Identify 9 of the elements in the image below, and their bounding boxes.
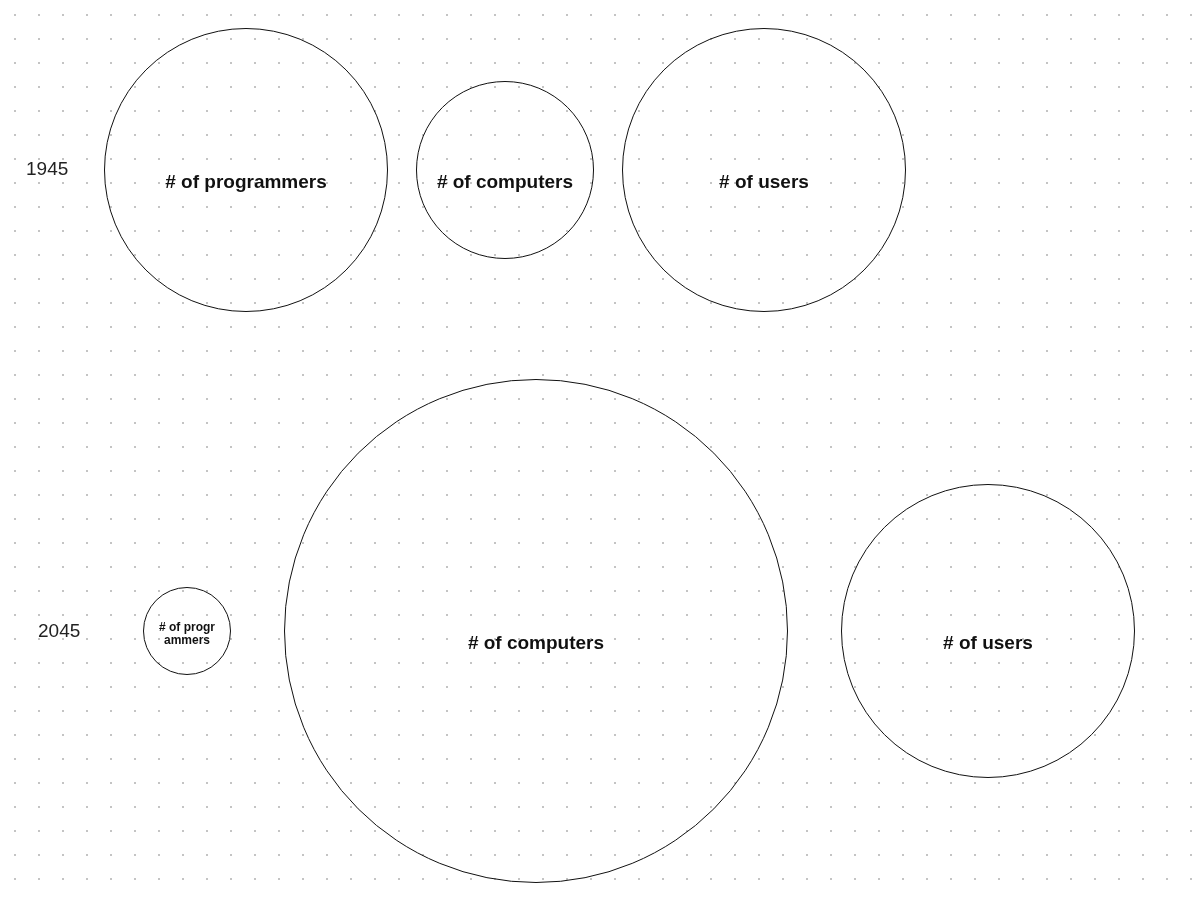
circle-label: # of computers [467, 632, 605, 654]
circle-label: # of programmers [158, 620, 216, 648]
circle-label: # of computers [436, 171, 574, 193]
year-label: 2045 [38, 620, 81, 642]
circle [416, 81, 594, 259]
circle-label: # of users [719, 171, 809, 193]
year-label: 1945 [26, 158, 69, 180]
circle-label: # of programmers [165, 171, 327, 193]
circle-label: # of users [943, 632, 1033, 654]
